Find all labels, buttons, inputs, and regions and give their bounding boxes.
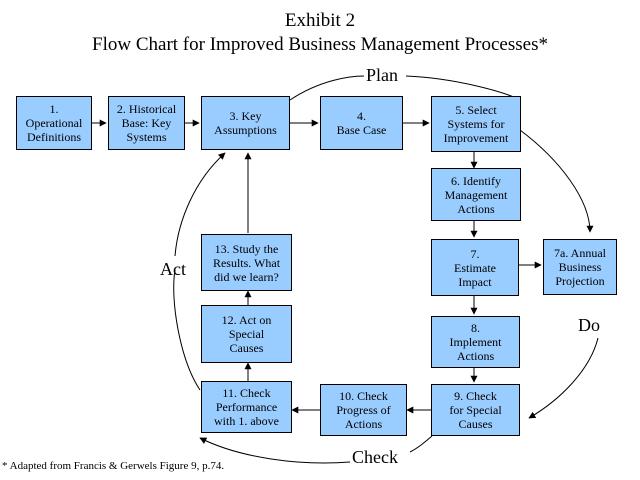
box-11-check-performance: 11. Check Performance with 1. above bbox=[201, 381, 292, 433]
box-6-identify-actions: 6. Identify Management Actions bbox=[431, 168, 521, 221]
box-7-estimate-impact: 7. Estimate Impact bbox=[431, 239, 519, 296]
box-13-study-results: 13. Study the Results. What did we learn… bbox=[201, 234, 292, 291]
do-arc bbox=[519, 129, 594, 233]
label-check: Check bbox=[352, 447, 398, 467]
box-8-implement-actions: 8. Implement Actions bbox=[431, 316, 520, 368]
box-4-base-case: 4. Base Case bbox=[320, 96, 403, 150]
check-arc-left bbox=[199, 437, 351, 464]
label-do: Do bbox=[578, 315, 600, 335]
check-arc-right bbox=[409, 435, 433, 453]
box-1-operational-definitions: 1. Operational Definitions bbox=[16, 96, 92, 150]
box-12-act-on-special-causes: 12. Act on Special Causes bbox=[201, 305, 292, 363]
act-arc-upper bbox=[174, 152, 226, 257]
footnote: * Adapted from Francis & Gerwels Figure … bbox=[2, 460, 225, 472]
box-5-select-systems: 5. Select Systems for Improvement bbox=[431, 96, 521, 152]
act-arc bbox=[173, 269, 201, 391]
box-3-key-assumptions: 3. Key Assumptions bbox=[201, 96, 290, 150]
plan-arc bbox=[289, 75, 365, 101]
box-9-check-special-causes: 9. Check for Special Causes bbox=[431, 384, 520, 436]
label-act: Act bbox=[160, 259, 186, 279]
chart-subtitle: Flow Chart for Improved Business Managem… bbox=[92, 34, 548, 55]
box-10-check-progress: 10. Check Progress of Actions bbox=[320, 384, 407, 436]
box-7a-annual-projection: 7a. Annual Business Projection bbox=[543, 239, 617, 295]
box-2-historical-base: 2. Historical Base: Key Systems bbox=[108, 96, 185, 150]
label-plan: Plan bbox=[366, 65, 399, 85]
do-arc-lower bbox=[528, 337, 599, 419]
exhibit-title: Exhibit 2 bbox=[284, 10, 356, 31]
